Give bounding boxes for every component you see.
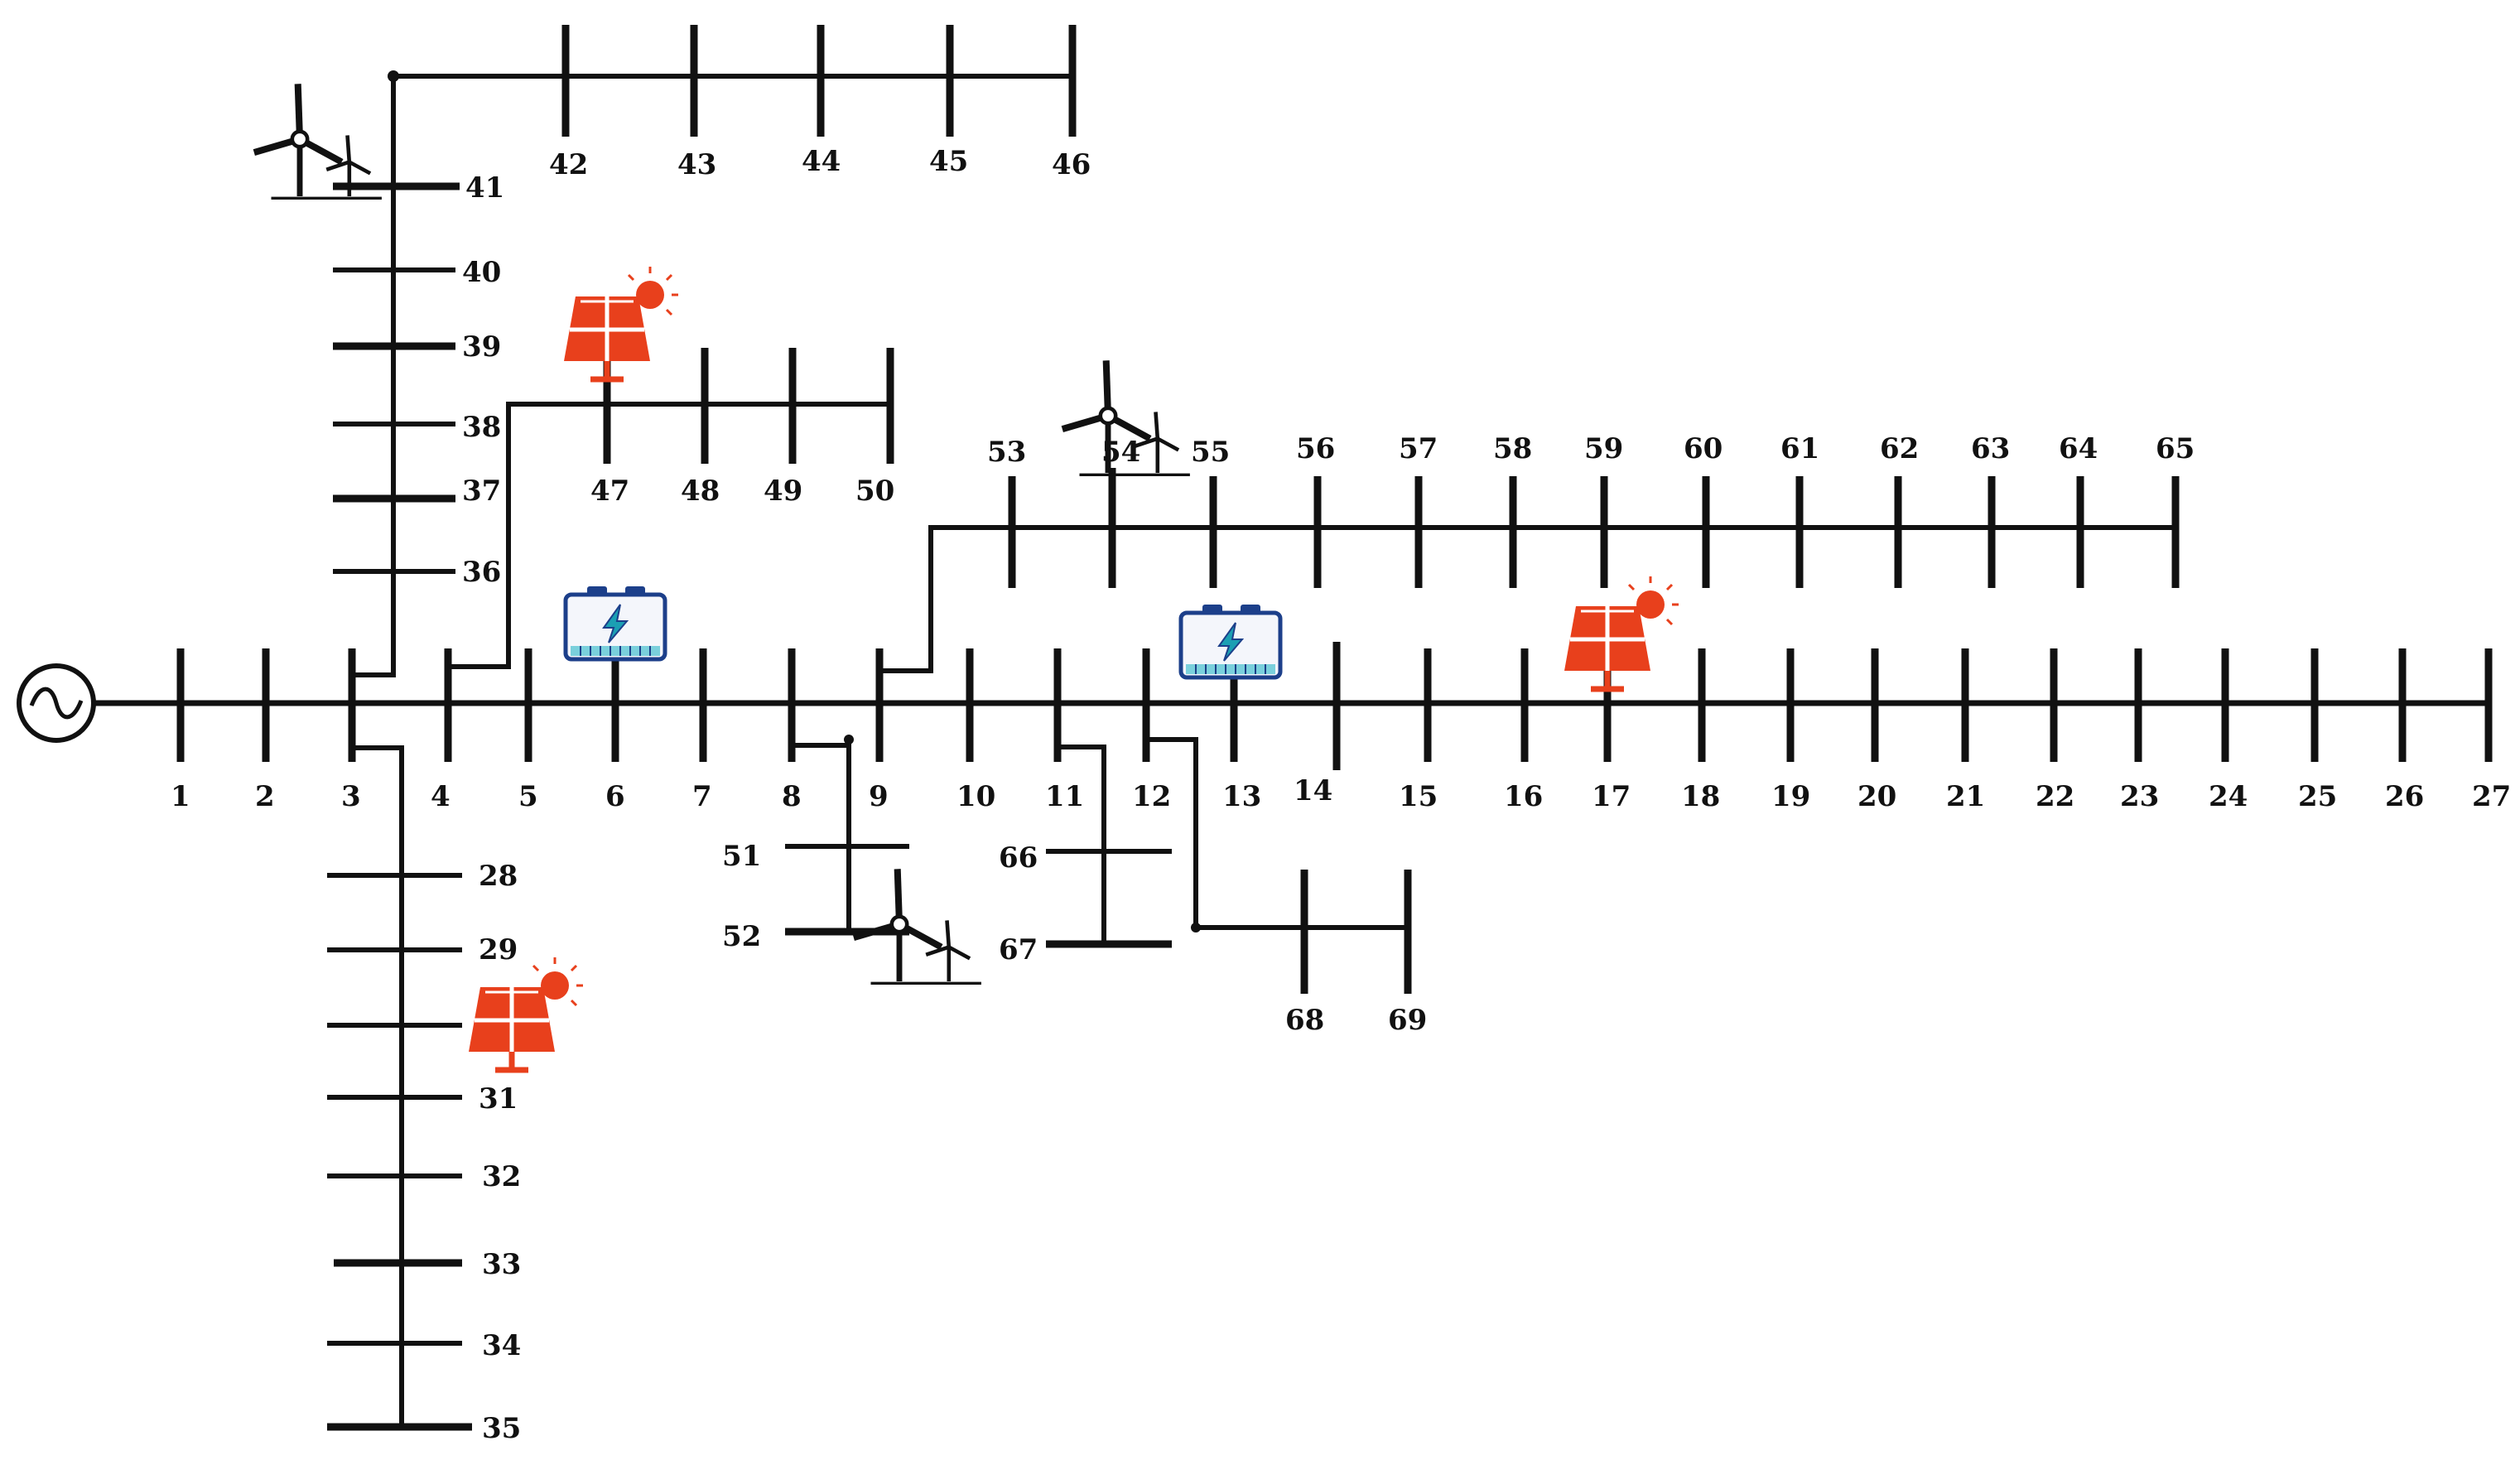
bus-label: 20 [1857,780,1896,813]
bus-label: 2 [255,780,275,813]
bus-label: 43 [677,148,716,181]
bus-label: 7 [692,780,712,813]
bus-label: 38 [462,411,501,444]
bus-label: 15 [1399,780,1438,813]
lateral-28-35 [327,745,472,1431]
bus-label: 26 [2385,780,2424,813]
bus-label: 48 [681,475,720,508]
bus-label: 17 [1592,780,1631,813]
bus-label: 45 [929,145,968,178]
bus-label: 41 [465,171,504,205]
bus-label: 44 [802,145,841,178]
bus-label: 59 [1584,432,1623,465]
bus-label: 46 [1052,148,1091,181]
bus-label: 62 [1880,432,1919,465]
bus-label: 31 [479,1082,518,1116]
battery-storage-icon [566,586,665,659]
bus-label: 3 [341,780,361,813]
bus-label: 28 [479,860,518,893]
bus-label: 53 [987,436,1026,469]
bus-label: 16 [1504,780,1543,813]
bus-label: 50 [855,475,894,508]
solar-panel-icon [1564,576,1679,689]
lateral-36-46 [333,25,1077,677]
bus-label: 39 [462,330,501,364]
bus-label: 29 [479,933,518,966]
bus-label: 52 [722,920,761,953]
bus-label: 14 [1294,774,1332,807]
wind-turbine-icon [854,869,981,983]
bus-label: 23 [2120,780,2159,813]
bus-label: 69 [1388,1004,1427,1037]
bus-label: 13 [1222,780,1261,813]
solar-panel-icon [564,267,678,379]
bus-label: 19 [1771,780,1810,813]
lateral-68-69 [1146,737,1412,994]
bus-label: 9 [869,780,889,813]
solar-panel-icon [469,957,583,1070]
bus-label: 57 [1399,432,1438,465]
bus-label: 63 [1971,432,2010,465]
lateral-51-52 [785,735,909,936]
bus-label: 33 [482,1248,521,1281]
bus-label: 65 [2156,432,2195,465]
bus-label: 11 [1045,780,1084,813]
bus-label: 51 [722,840,761,873]
bus-label: 4 [431,780,451,813]
bus-label: 18 [1681,780,1720,813]
ac-source-icon [17,663,96,743]
battery-storage-icon [1181,605,1280,677]
main-feeder-buses [176,642,2493,770]
lateral-47-50 [448,348,894,669]
bus-label: 37 [462,475,501,508]
wind-turbine-icon [254,84,382,198]
bus-labels: 1 2 3 4 5 6 7 8 9 10 11 12 13 14 15 16 1… [171,145,2511,1445]
bus-label: 66 [999,841,1038,875]
bus-label: 22 [2036,780,2074,813]
bus-label: 36 [462,556,501,589]
bus-label: 25 [2298,780,2337,813]
bus-label: 67 [999,933,1038,966]
lateral-53-65 [879,468,2180,673]
bus-label: 6 [605,780,625,813]
bus-label: 58 [1493,432,1532,465]
bus-label: 64 [2059,432,2098,465]
bus-label: 49 [764,475,802,508]
bus-label: 40 [462,256,501,289]
bus-label: 32 [482,1160,521,1193]
bus-label: 55 [1191,436,1230,469]
bus-label: 34 [482,1329,521,1362]
bus-label: 5 [518,780,538,813]
bus-label: 12 [1132,780,1171,813]
bus-label: 24 [2209,780,2248,813]
bus-label: 60 [1684,432,1723,465]
bus-label: 35 [482,1412,521,1445]
lateral-66-67 [1046,745,1172,948]
bus-label: 47 [590,475,629,508]
bus-label: 54 [1101,436,1140,469]
bus-label: 8 [782,780,802,813]
bus-label: 61 [1780,432,1819,465]
bus-label: 68 [1285,1004,1324,1037]
bus-label: 56 [1296,432,1335,465]
bus-label: 10 [956,780,995,813]
bus-label: 27 [2472,780,2511,813]
bus-label: 21 [1946,780,1985,813]
bus-label: 42 [549,148,588,181]
bus-label: 1 [171,780,190,813]
